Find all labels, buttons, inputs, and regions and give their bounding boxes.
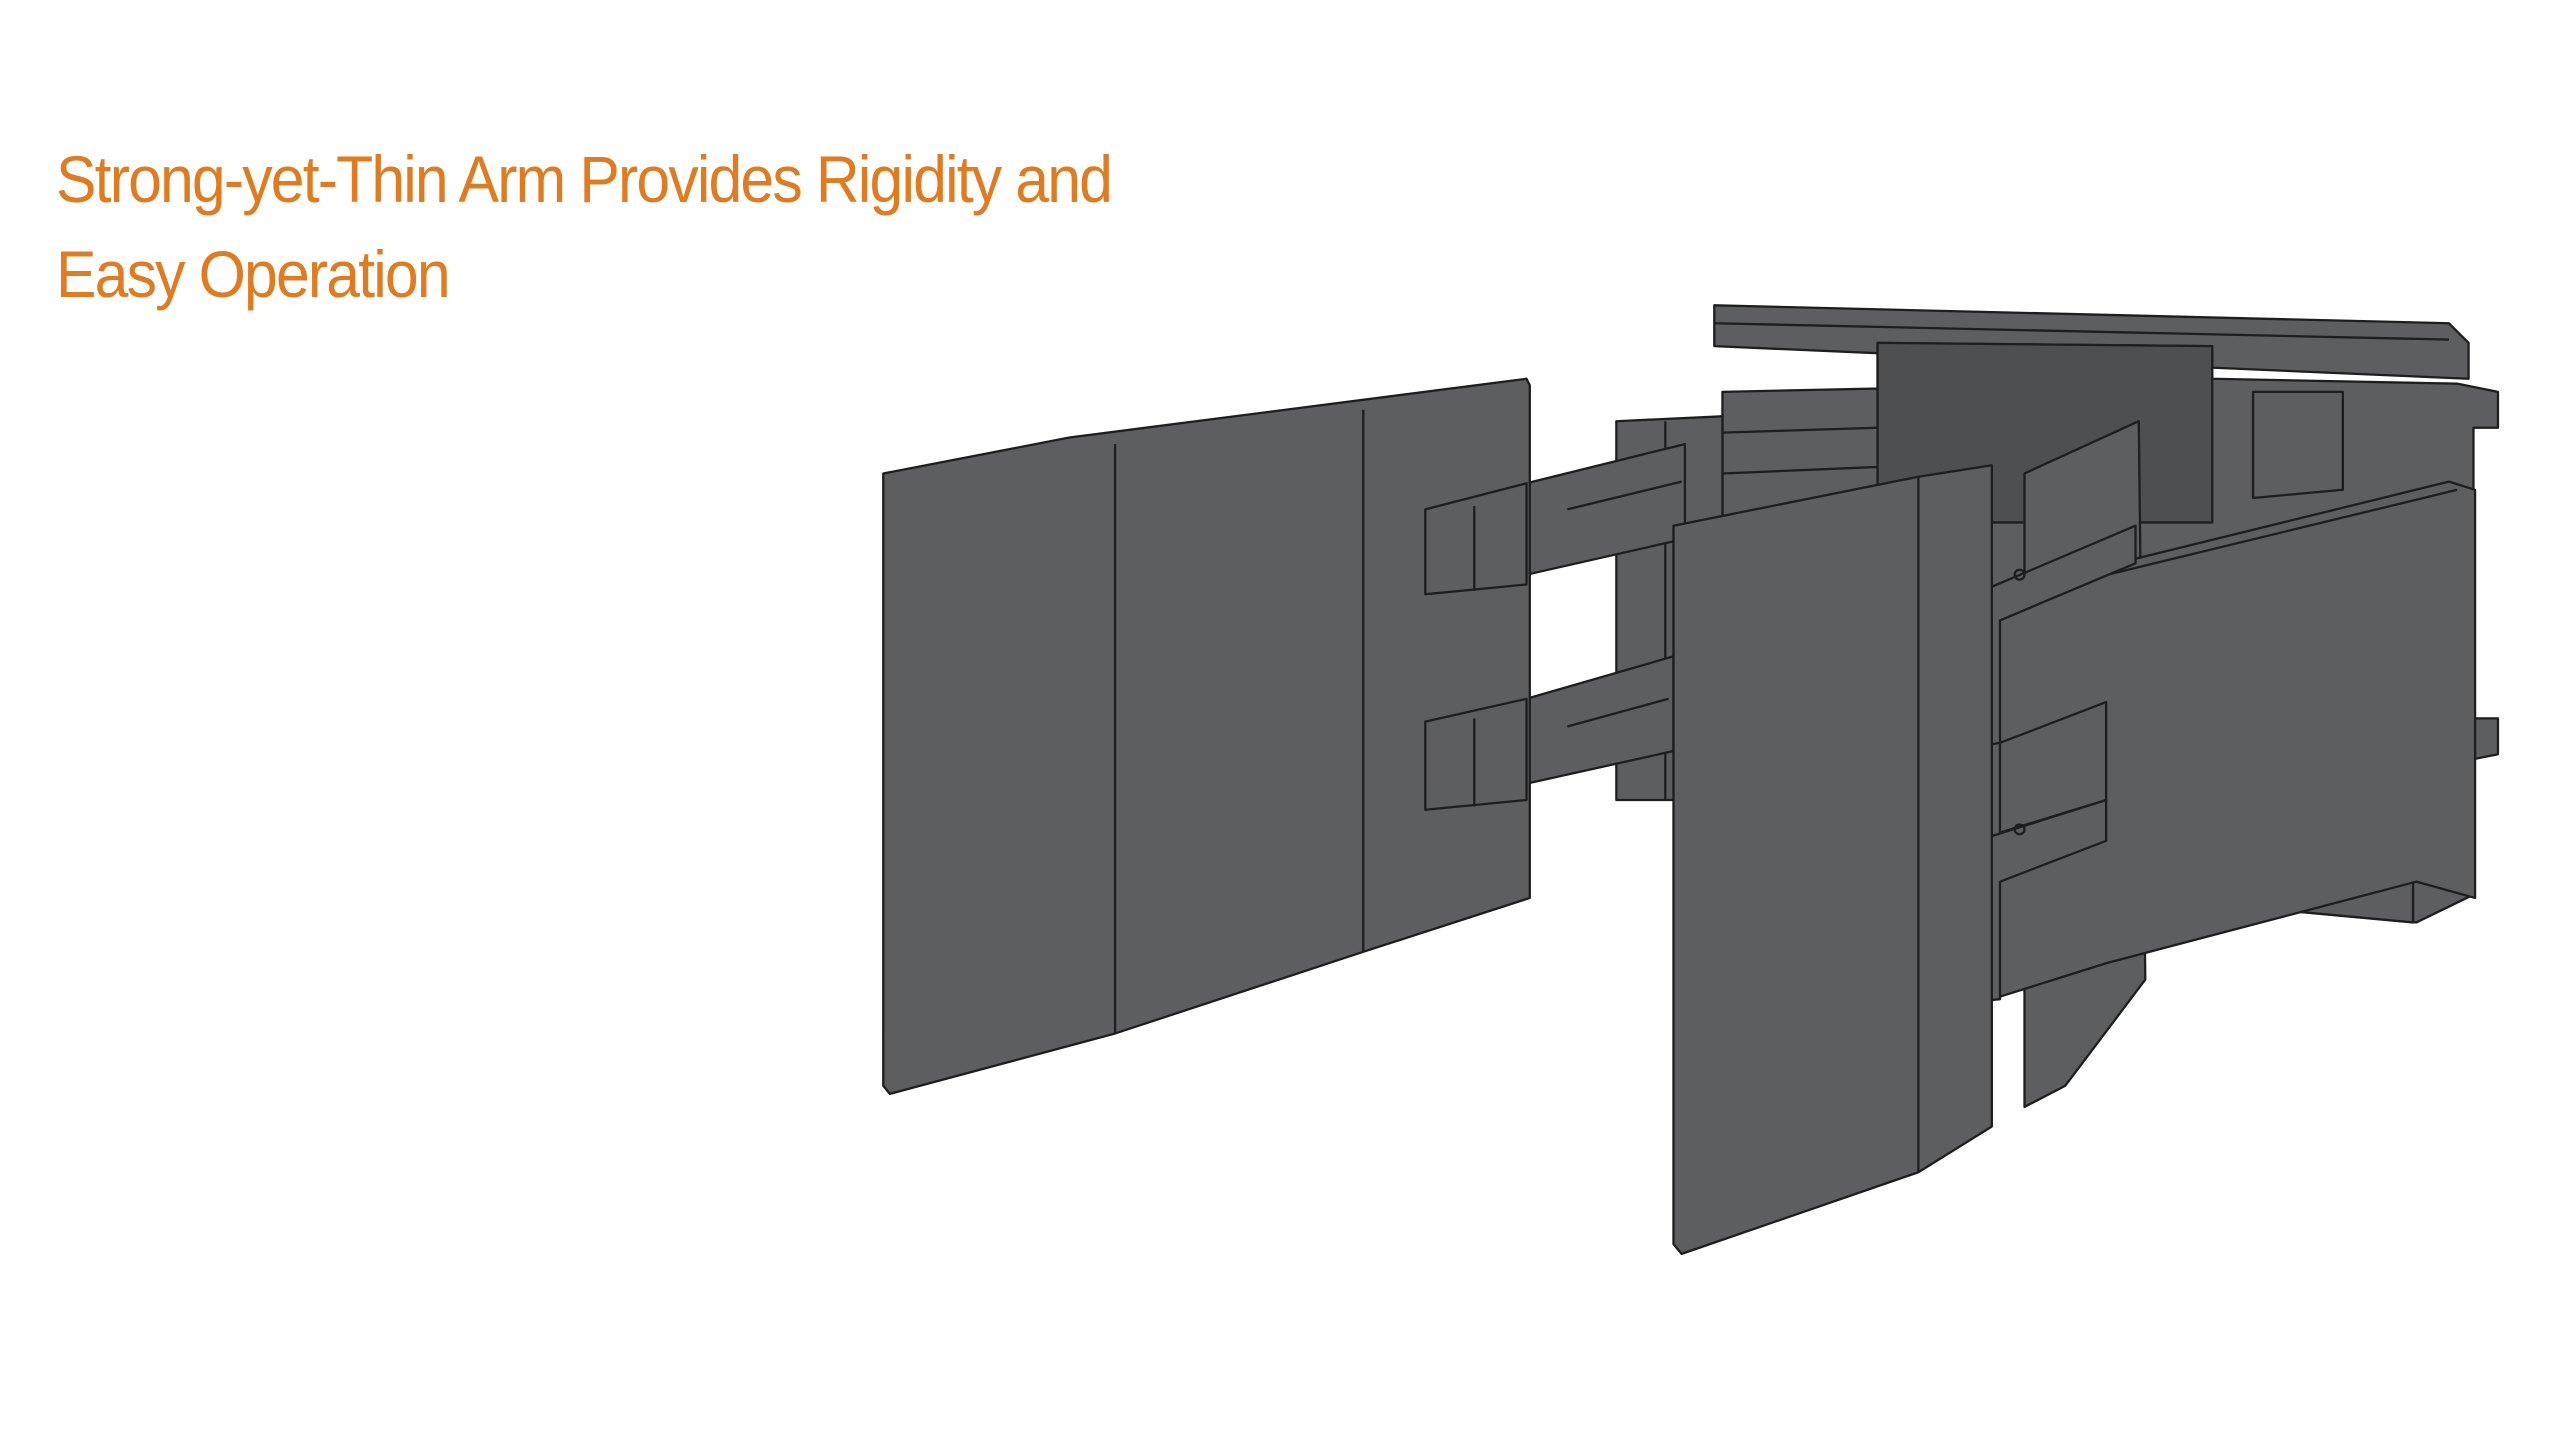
heading-line-2: Easy Operation (56, 237, 451, 311)
left-clamp-plate (882, 377, 1531, 1096)
top-rail (1713, 304, 2470, 380)
right-arm (1949, 420, 2477, 1109)
page-heading: Strong-yet-Thin Arm Provides Rigidity an… (56, 132, 1113, 322)
left-brackets (1424, 482, 1528, 811)
heading-line-1: Strong-yet-Thin Arm Provides Rigidity an… (56, 142, 1113, 216)
right-clamp-plate (1672, 464, 1993, 1256)
